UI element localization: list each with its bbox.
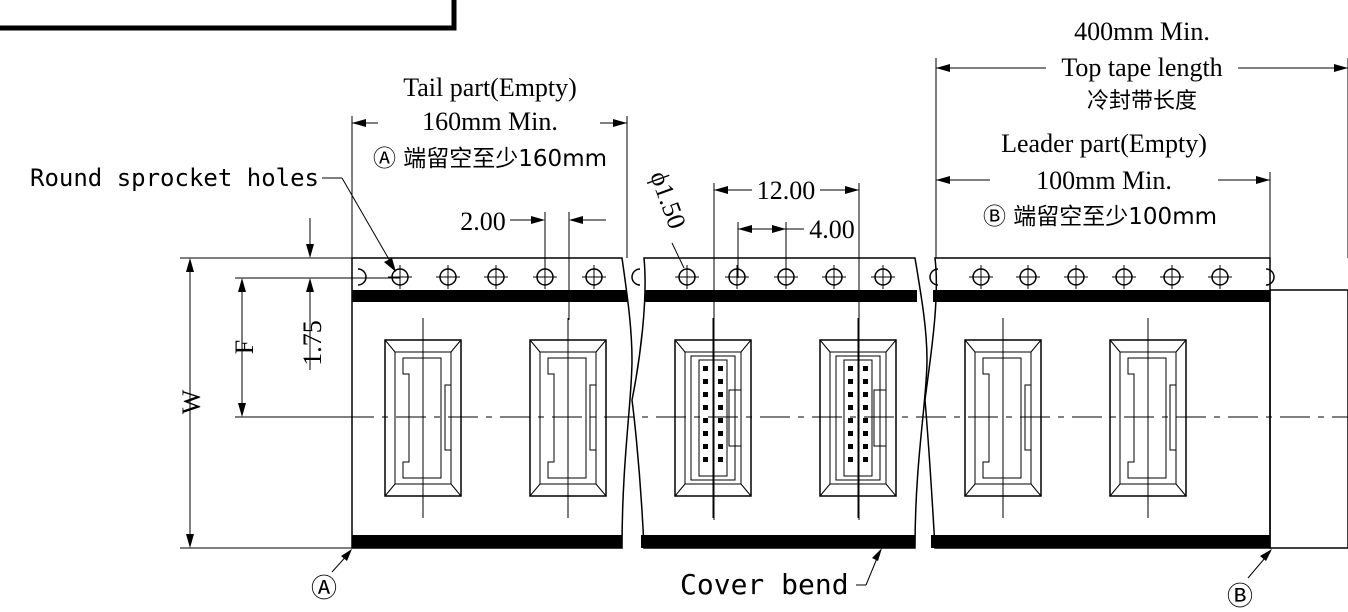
pocket	[384, 318, 462, 518]
dim-1-75: 1.75	[298, 320, 327, 366]
sprocket-half-hole	[1265, 268, 1275, 286]
marker-b: Ⓑ	[1227, 582, 1253, 611]
pocket	[529, 318, 607, 518]
sprocket-hole	[675, 265, 699, 289]
sprocket-hole	[484, 265, 508, 289]
pockets	[384, 318, 1187, 518]
label-top-tape-min: 400mm Min.	[1074, 17, 1210, 46]
label-leader-b-note: Ⓑ 端留空至少100mm	[983, 204, 1217, 230]
sprocket-hole	[1112, 265, 1136, 289]
label-top-tape-cn: 冷封带长度	[1087, 89, 1197, 114]
pocket	[964, 318, 1042, 518]
sprocket-hole	[871, 265, 895, 289]
dim-f: F	[230, 340, 259, 354]
dim-12-00: 12.00	[757, 176, 816, 205]
pocket	[819, 318, 897, 518]
marker-a: Ⓐ	[311, 574, 337, 603]
sprocket-hole	[969, 265, 993, 289]
label-tail-a-note: Ⓐ 端留空至少160mm	[373, 146, 607, 172]
label-top-tape-length: Top tape length	[1061, 53, 1222, 82]
label-tail-part: Tail part(Empty)	[403, 73, 577, 102]
sprocket-hole	[388, 265, 412, 289]
label-leader-min: 100mm Min.	[1036, 166, 1172, 195]
label-cover-bend: Cover bend	[680, 568, 849, 601]
sprocket-half-hole	[631, 268, 641, 286]
label-leader-part: Leader part(Empty)	[1001, 129, 1207, 158]
pocket	[674, 318, 752, 518]
tape-bands	[352, 290, 1270, 548]
pocket	[1109, 318, 1187, 518]
dim-4-00: 4.00	[809, 215, 855, 244]
label-tail-min: 160mm Min.	[422, 107, 558, 136]
sprocket-hole	[725, 265, 749, 289]
sprocket-hole	[436, 265, 460, 289]
sprocket-hole	[1016, 265, 1040, 289]
dimension-lines	[180, 58, 1348, 586]
dim-phi-1-50: ϕ1.50	[644, 167, 691, 233]
dim-w: W	[177, 389, 206, 414]
label-round-sprocket-holes: Round sprocket holes	[30, 164, 319, 192]
sprocket-half-hole	[929, 268, 939, 286]
sprocket-holes	[357, 265, 1275, 289]
sprocket-hole	[582, 265, 606, 289]
dim-2-00: 2.00	[460, 207, 506, 236]
sprocket-hole	[1064, 265, 1088, 289]
sprocket-hole	[822, 265, 846, 289]
sprocket-hole	[1160, 265, 1184, 289]
sprocket-hole	[1208, 265, 1232, 289]
title-block-fragment	[0, 0, 457, 31]
sprocket-half-hole	[357, 268, 367, 286]
